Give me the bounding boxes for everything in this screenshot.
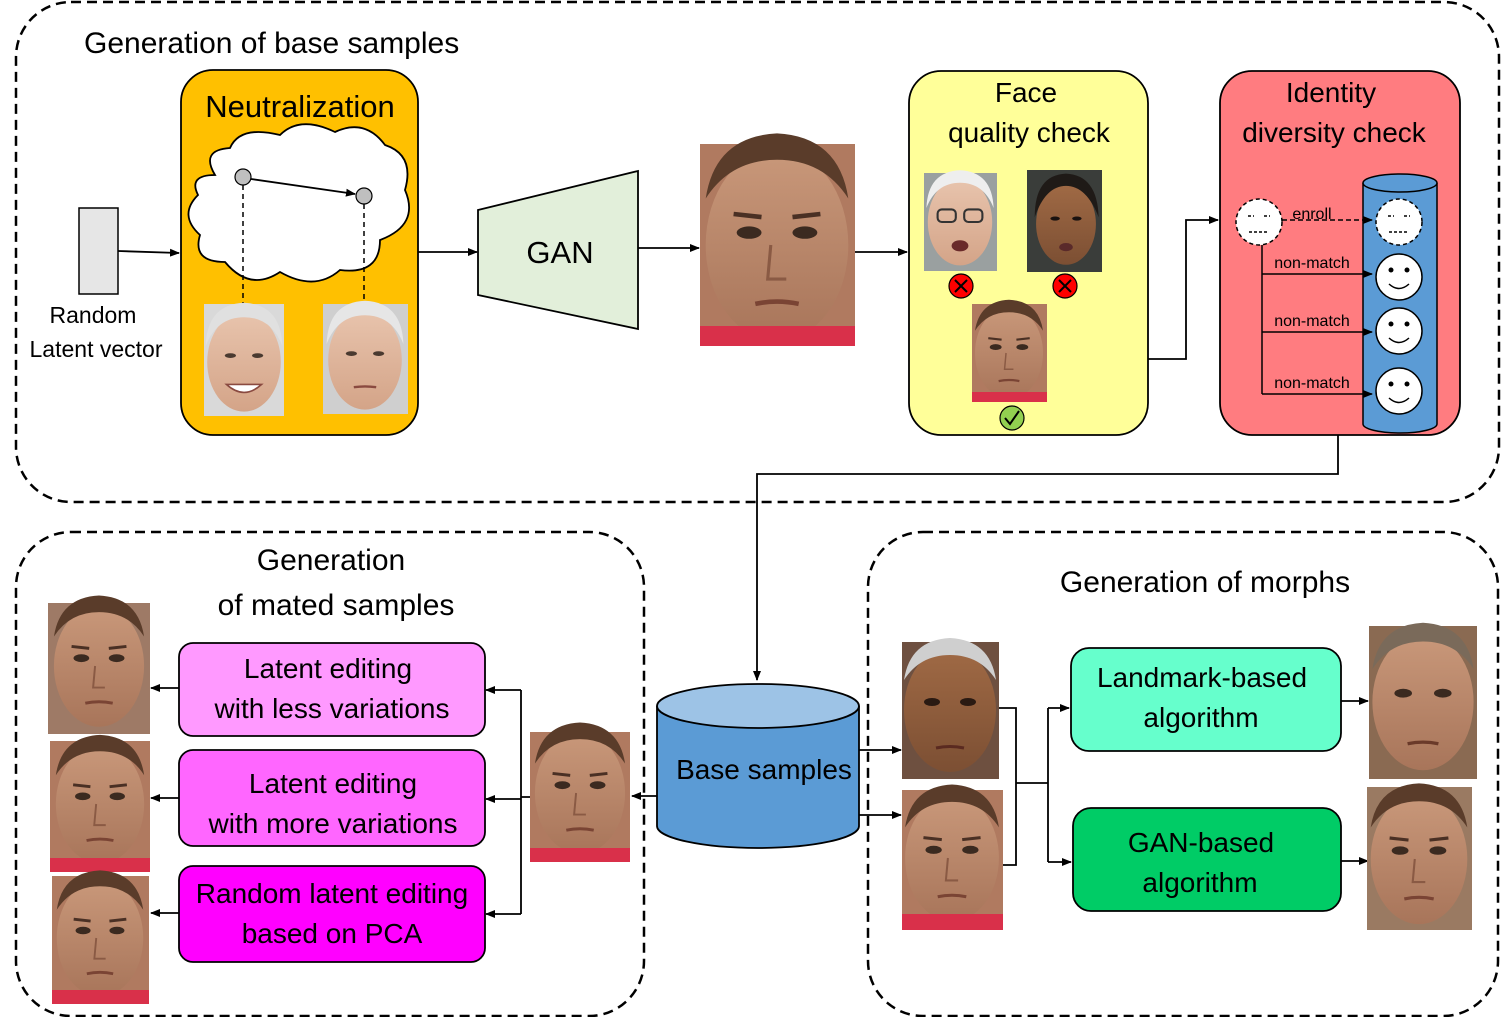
candidate-face-icon bbox=[1235, 198, 1283, 246]
base-samples-label: Base samples bbox=[676, 754, 852, 785]
arrow-identity-to-database bbox=[753, 435, 1339, 681]
generated-face-image bbox=[700, 133, 855, 346]
face-quality-title-line1: Face bbox=[995, 77, 1057, 108]
mated-samples-title-line1: Generation bbox=[257, 544, 405, 577]
latent-edit-arrow bbox=[250, 178, 356, 197]
morph-merge-lines bbox=[999, 707, 1049, 866]
mated-samples-title-line2: of mated samples bbox=[218, 589, 455, 622]
arrow-latent-to-neutralization bbox=[117, 248, 180, 257]
smiling-face-image bbox=[204, 302, 284, 416]
identity-check-title-line1: Identity bbox=[1286, 77, 1376, 108]
smiley-face-icon bbox=[1375, 253, 1423, 301]
less-variations-box bbox=[178, 642, 486, 737]
accept-icon bbox=[999, 405, 1025, 431]
identity-check-title-line2: diversity check bbox=[1242, 117, 1427, 148]
contributing-face-image bbox=[902, 638, 999, 779]
base-samples-database bbox=[656, 683, 860, 849]
contributing-face-image bbox=[902, 783, 1003, 930]
reject-icon bbox=[948, 273, 974, 299]
more-variations-line2: with more variations bbox=[208, 808, 458, 839]
gan-algorithm-box bbox=[1072, 807, 1342, 912]
pca-editing-box bbox=[178, 865, 486, 963]
latent-vector-box bbox=[78, 207, 119, 295]
gan-algorithm-line1: GAN-based bbox=[1128, 827, 1274, 858]
mated-face-image bbox=[48, 593, 150, 734]
latent-point-end bbox=[355, 187, 373, 205]
landmark-algorithm-line1: Landmark-based bbox=[1097, 662, 1307, 693]
accepted-face bbox=[972, 298, 1047, 402]
smiley-face-icon bbox=[1375, 307, 1423, 355]
morphs-frame bbox=[866, 530, 1500, 1017]
landmark-algorithm-box bbox=[1070, 647, 1342, 752]
neutral-face-image bbox=[323, 300, 408, 414]
reject-icon bbox=[1052, 273, 1078, 299]
mated-face-image bbox=[50, 733, 150, 872]
gan-label: GAN bbox=[526, 235, 593, 270]
base-face-image bbox=[530, 720, 630, 862]
morph-face-image bbox=[1369, 622, 1477, 779]
more-variations-line1: Latent editing bbox=[249, 768, 417, 799]
morph-face-image bbox=[1367, 781, 1472, 930]
neutralization-title: Neutralization bbox=[205, 89, 395, 124]
non-match-label: non-match bbox=[1274, 255, 1350, 272]
mated-face-image bbox=[52, 868, 149, 1004]
latent-vector-label-line1: Random bbox=[50, 302, 137, 328]
gan-block bbox=[477, 169, 639, 331]
face-quality-title-line2: quality check bbox=[948, 117, 1111, 148]
enroll-label: enroll bbox=[1292, 206, 1331, 223]
latent-point-start bbox=[234, 168, 252, 186]
rejected-face-glasses bbox=[924, 170, 997, 271]
base-samples-title: Generation of base samples bbox=[84, 27, 459, 60]
less-variations-line2: with less variations bbox=[214, 693, 450, 724]
pca-editing-line1: Random latent editing bbox=[196, 878, 468, 909]
pca-editing-line2: based on PCA bbox=[242, 918, 423, 949]
arrow-quality-to-identity bbox=[1148, 216, 1219, 360]
enrolled-face-icon bbox=[1375, 198, 1423, 246]
morphs-title: Generation of morphs bbox=[1060, 566, 1350, 599]
non-match-label: non-match bbox=[1274, 375, 1350, 392]
smiley-face-icon bbox=[1375, 367, 1423, 415]
mated-branch-trunk bbox=[520, 690, 530, 914]
gan-algorithm-line2: algorithm bbox=[1142, 867, 1257, 898]
latent-vector-label-line2: Latent vector bbox=[30, 336, 163, 362]
non-match-label: non-match bbox=[1274, 313, 1350, 330]
base-samples-frame bbox=[14, 0, 1501, 504]
less-variations-line1: Latent editing bbox=[244, 653, 412, 684]
rejected-face-turned bbox=[1027, 170, 1102, 272]
mated-samples-frame bbox=[14, 530, 646, 1017]
landmark-algorithm-line2: algorithm bbox=[1143, 702, 1258, 733]
